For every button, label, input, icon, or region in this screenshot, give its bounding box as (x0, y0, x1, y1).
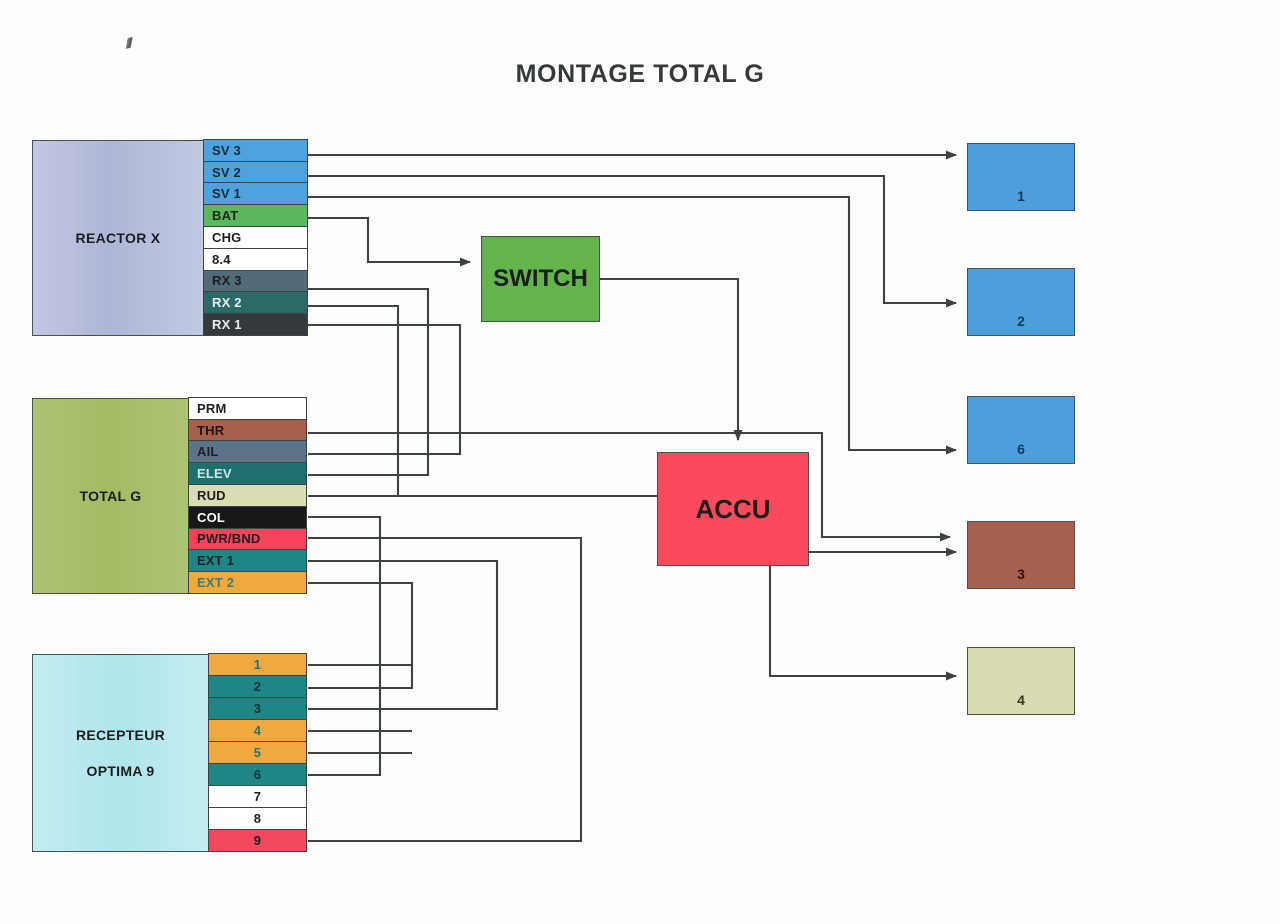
target-box-3[interactable]: 3 (967, 521, 1075, 589)
module-recepteur-optima-9[interactable]: RECEPTEUR OPTIMA 9 (32, 654, 209, 852)
port-label: SV 1 (212, 186, 241, 202)
wire-rx1-to-ail (308, 323, 462, 456)
port-recepteur-optima-9-7[interactable]: 8 (208, 806, 307, 830)
port-total-g-1[interactable]: THR (188, 418, 307, 442)
port-label: BAT (212, 208, 239, 224)
wire-switch-to-accu (600, 277, 743, 441)
wire-rx3-to-elev (308, 287, 430, 477)
port-label: RUD (197, 487, 226, 503)
port-label: 2 (253, 678, 262, 694)
port-recepteur-optima-9-0[interactable]: 1 (208, 652, 307, 676)
port-label: 7 (253, 788, 262, 804)
target-box-3-label: 3 (1017, 566, 1025, 582)
module-total-g-label: TOTAL G (79, 488, 142, 504)
wire-ext2-to-rx2 (308, 581, 414, 690)
wire-sv2-to-2 (308, 174, 957, 308)
port-total-g-4[interactable]: RUD (188, 483, 307, 507)
port-label: RX 3 (212, 273, 242, 289)
port-total-g-0[interactable]: PRM (188, 396, 307, 420)
port-label: 4 (253, 722, 262, 738)
port-reactor-x-2[interactable]: SV 1 (203, 182, 308, 206)
wire-thr-to-accu-line (308, 431, 951, 542)
target-box-4[interactable]: 4 (967, 647, 1075, 715)
port-label: 3 (253, 700, 262, 716)
port-reactor-x-6[interactable]: RX 3 (203, 269, 308, 293)
port-total-g-3[interactable]: ELEV (188, 462, 307, 486)
recepteur-port-strip: 1 2 3 4 5 6 7 8 9 (208, 652, 307, 852)
target-box-2[interactable]: 2 (967, 268, 1075, 336)
port-label: SV 3 (212, 142, 241, 158)
port-reactor-x-1[interactable]: SV 2 (203, 160, 308, 184)
target-box-6-label: 6 (1017, 441, 1025, 457)
port-label: 1 (253, 656, 262, 672)
port-label: AIL (197, 444, 219, 460)
switch-label: SWITCH (493, 265, 588, 292)
port-recepteur-optima-9-6[interactable]: 7 (208, 784, 307, 808)
port-recepteur-optima-9-5[interactable]: 6 (208, 762, 307, 786)
wire-col-to-rx6 (308, 515, 382, 777)
page-title: MONTAGE TOTAL G (515, 60, 765, 88)
target-box-6[interactable]: 6 (967, 396, 1075, 464)
port-label: EXT 1 (197, 553, 235, 569)
port-label: 9 (253, 832, 262, 848)
port-reactor-x-8[interactable]: RX 1 (203, 313, 308, 337)
port-recepteur-optima-9-4[interactable]: 5 (208, 740, 307, 764)
port-label: PWR/BND (197, 531, 261, 547)
wire-rx2-to-rud (308, 304, 400, 498)
module-reactor-x[interactable]: REACTOR X (32, 140, 204, 336)
port-reactor-x-0[interactable]: SV 3 (203, 138, 308, 162)
wire-bat-to-switch (308, 216, 471, 267)
module-total-g[interactable]: TOTAL G (32, 398, 189, 594)
reactor-x-port-strip: SV 3 SV 2 SV 1 BAT CHG 8.4 RX 3 RX 2 RX 1 (203, 138, 308, 337)
scan-artifact (117, 35, 141, 51)
target-box-4-label: 4 (1017, 692, 1025, 708)
process-box-accu[interactable]: ACCU (657, 452, 809, 566)
module-recepteur-label: RECEPTEUR (75, 726, 166, 743)
wire-sv1-to-6 (308, 195, 957, 455)
port-total-g-2[interactable]: AIL (188, 440, 307, 464)
port-label: EXT 2 (197, 575, 235, 591)
port-label: 6 (253, 766, 262, 782)
port-label: 8.4 (212, 251, 231, 267)
module-optima9-label: OPTIMA 9 (86, 763, 155, 779)
accu-label: ACCU (695, 493, 771, 524)
target-box-2-label: 2 (1017, 313, 1025, 329)
total-g-port-strip: PRM THR AIL ELEV RUD COL PWR/BND EXT 1 EXT 2 (188, 396, 307, 595)
target-box-1[interactable]: 1 (967, 143, 1075, 211)
port-total-g-8[interactable]: EXT 2 (188, 571, 307, 595)
port-recepteur-optima-9-1[interactable]: 2 (208, 674, 307, 698)
wire-pwrbnd-to-rx9 (308, 536, 583, 843)
module-reactor-x-label: REACTOR X (75, 230, 161, 246)
port-label: COL (197, 509, 226, 525)
port-label: ELEV (197, 466, 232, 482)
port-label: CHG (212, 229, 242, 245)
port-total-g-6[interactable]: PWR/BND (188, 527, 307, 551)
port-label: PRM (197, 400, 227, 416)
port-recepteur-optima-9-3[interactable]: 4 (208, 718, 307, 742)
port-label: RX 2 (212, 295, 242, 311)
port-recepteur-optima-9-2[interactable]: 3 (208, 696, 307, 720)
port-label: RX 1 (212, 317, 242, 333)
port-reactor-x-4[interactable]: CHG (203, 225, 308, 249)
port-label: 8 (253, 810, 262, 826)
port-reactor-x-5[interactable]: 8.4 (203, 247, 308, 271)
port-total-g-5[interactable]: COL (188, 505, 307, 529)
wire-ext1-to-rx3 (308, 559, 499, 711)
port-recepteur-optima-9-8[interactable]: 9 (208, 828, 307, 852)
port-reactor-x-3[interactable]: BAT (203, 204, 308, 228)
target-box-1-label: 1 (1017, 188, 1025, 204)
port-label: 5 (253, 744, 262, 760)
port-label: SV 2 (212, 164, 241, 180)
process-box-switch[interactable]: SWITCH (481, 236, 600, 322)
wire-rud-to-4 (308, 494, 957, 681)
port-label: THR (197, 422, 225, 438)
port-total-g-7[interactable]: EXT 1 (188, 549, 307, 573)
port-reactor-x-7[interactable]: RX 2 (203, 291, 308, 315)
